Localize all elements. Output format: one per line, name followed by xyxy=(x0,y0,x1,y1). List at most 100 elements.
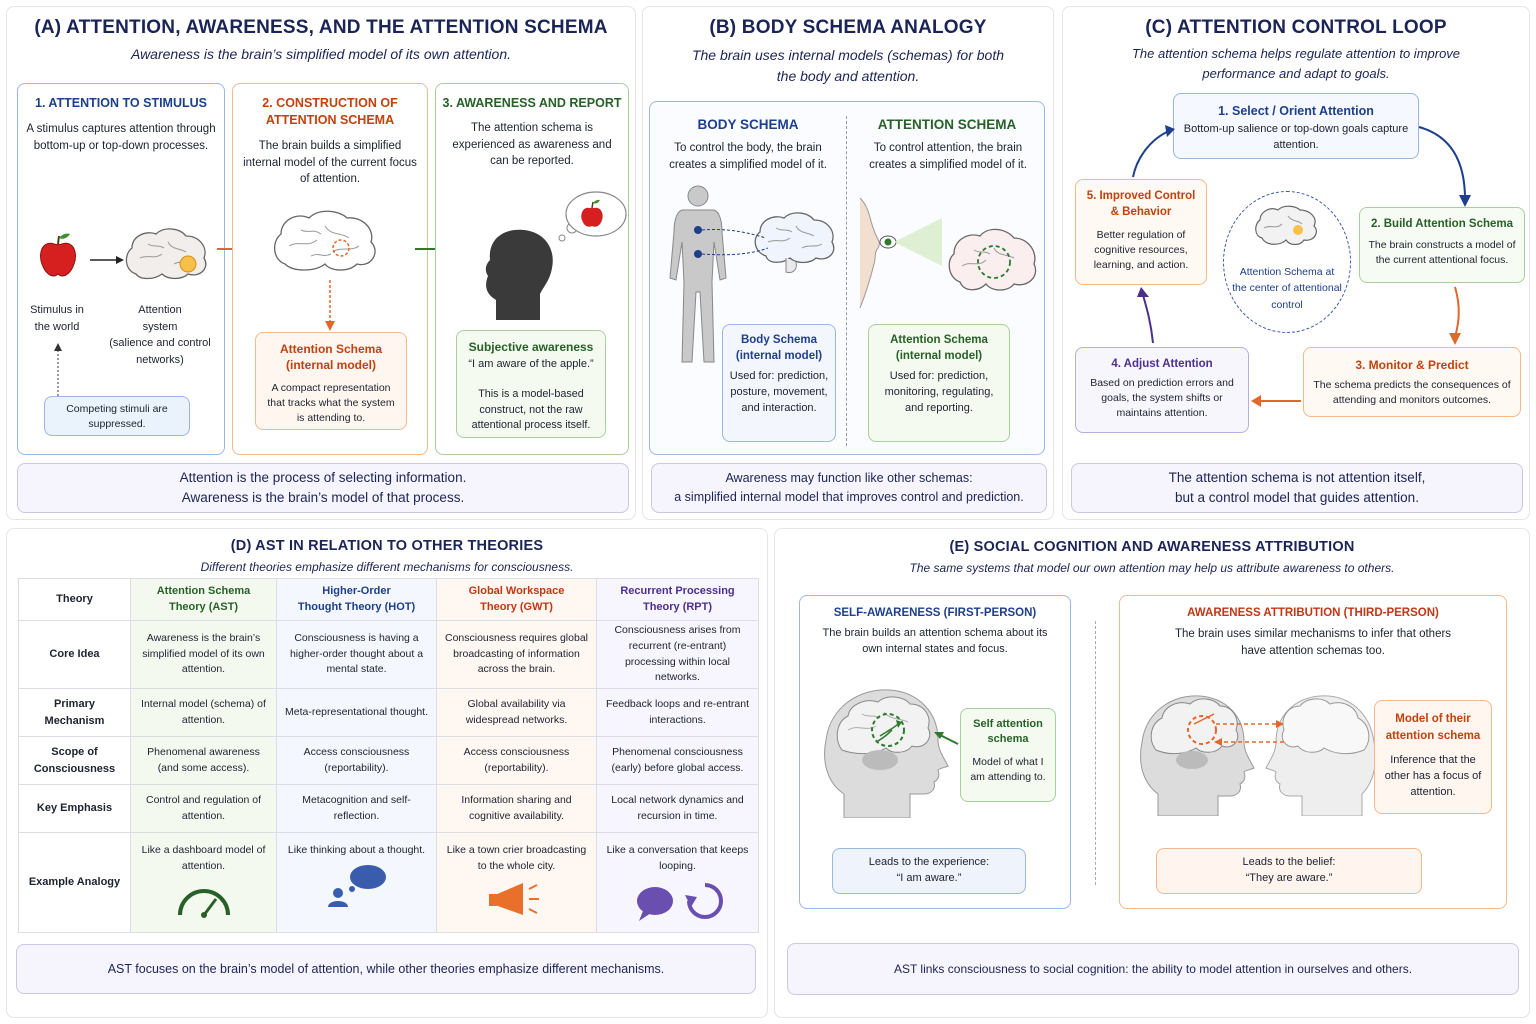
loop-step-1: 1. Select / Orient Attention Bottom-up s… xyxy=(1173,93,1419,159)
face-eye-icon xyxy=(859,198,942,308)
table-cell: Control and regulation of attention. xyxy=(130,784,277,833)
panel-a-title: (A) ATTENTION, AWARENESS, AND THE ATTENT… xyxy=(34,17,608,38)
human-body-icon xyxy=(669,185,727,363)
brain-icon xyxy=(1255,205,1317,246)
step1-title: 1. ATTENTION TO STIMULUS xyxy=(35,96,207,110)
table-cell: Phenomenal awareness (and some access). xyxy=(130,736,277,785)
table-row: Core Idea Awareness is the brain’s simpl… xyxy=(18,620,759,689)
step1-text: A stimulus captures attention through bo… xyxy=(26,123,216,152)
panel-a: (A) ATTENTION, AWARENESS, AND THE ATTENT… xyxy=(6,6,636,520)
head-brain-icon xyxy=(824,689,949,818)
step3-title: 3. AWARENESS AND REPORT xyxy=(442,96,622,110)
apple-icon xyxy=(40,233,76,277)
divider xyxy=(1095,621,1096,885)
table-cell: Local network dynamics and recursion in … xyxy=(596,784,759,833)
table-cell: Global availability via widespread netwo… xyxy=(436,688,597,737)
panel-c-title: (C) ATTENTION CONTROL LOOP xyxy=(1145,17,1447,38)
panel-c-subtitle: The attention schema helps regulate atte… xyxy=(1131,46,1461,81)
loop-step-3: 3. Monitor & Predict The schema predicts… xyxy=(1303,347,1521,417)
megaphone-icon xyxy=(488,882,539,915)
table-cell: Metacognition and self-reflection. xyxy=(276,784,437,833)
panel-b-footer: Awareness may function like other schema… xyxy=(651,463,1047,513)
brain-icon xyxy=(754,212,835,273)
loop-center-text: Attention Schema at the center of attent… xyxy=(1232,266,1342,311)
arrow-up-icon xyxy=(54,343,62,396)
table-cell: Consciousness arises from recurrent (re-… xyxy=(596,620,759,689)
panel-e-footer: AST links consciousness to social cognit… xyxy=(787,943,1519,995)
attention-system-label: Attention system (salience and control n… xyxy=(109,304,211,366)
step1-card: 1. ATTENTION TO STIMULUS A stimulus capt… xyxy=(17,83,225,455)
table-cell: Access consciousness (reportability). xyxy=(436,736,597,785)
body-schema-title: BODY SCHEMA xyxy=(697,117,799,132)
step2-title: 2. CONSTRUCTION OF ATTENTION SCHEMA xyxy=(262,96,398,127)
row-label: Core Idea xyxy=(18,620,131,689)
brain-icon xyxy=(125,228,207,280)
attention-schema-title: ATTENTION SCHEMA xyxy=(877,117,1017,132)
self-awareness-card: SELF-AWARENESS (FIRST-PERSON) The brain … xyxy=(799,595,1071,909)
apple-brain-illustration xyxy=(40,228,207,280)
panel-e: (E) SOCIAL COGNITION AND AWARENESS ATTRI… xyxy=(774,528,1530,1018)
brain-icon xyxy=(948,228,1037,291)
table-row: Scope of Consciousness Phenomenal awaren… xyxy=(18,736,759,785)
row-label: Primary Mechanism xyxy=(18,688,131,737)
eye-brain-illustration xyxy=(859,198,1037,308)
attention-schema-text: To control attention, the brain creates … xyxy=(869,142,1027,171)
self-leads-box: Leads to the experience: “I am aware.” xyxy=(832,848,1026,894)
step3-card: 3. AWARENESS AND REPORT The attention sc… xyxy=(435,83,629,455)
panel-b-title: (B) BODY SCHEMA ANALOGY xyxy=(709,17,987,38)
speedometer-icon xyxy=(177,888,230,918)
step2-card: 2. CONSTRUCTION OF ATTENTION SCHEMA The … xyxy=(232,83,428,455)
head-left-icon xyxy=(1140,695,1255,816)
table-cell: Like a town crier broadcasting to the wh… xyxy=(436,832,597,933)
attention-schema-box: Attention Schema (internal model) A comp… xyxy=(255,332,407,430)
row-label: Key Emphasis xyxy=(18,784,131,833)
panel-c: (C) ATTENTION CONTROL LOOP The attention… xyxy=(1062,6,1530,520)
table-cell: Information sharing and cognitive availa… xyxy=(436,784,597,833)
step3-text: The attention schema is experienced as a… xyxy=(452,122,612,168)
thought-bubble-icon xyxy=(327,864,386,907)
body-schema-text: To control the body, the brain creates a… xyxy=(669,142,827,171)
awareness-attribution-card: AWARENESS ATTRIBUTION (THIRD-PERSON) The… xyxy=(1119,595,1507,909)
panel-e-subtitle: The same systems that model our own atte… xyxy=(909,561,1395,575)
panel-d-subtitle: Different theories emphasize different m… xyxy=(200,560,574,574)
table-cell: Meta-representational thought. xyxy=(276,688,437,737)
table-cell: Phenomenal consciousness (early) before … xyxy=(596,736,759,785)
body-schema-card: BODY SCHEMA To control the body, the bra… xyxy=(649,101,1045,455)
header-theory: Theory xyxy=(18,578,131,621)
head-thought-icon xyxy=(485,191,627,320)
body-schema-box: Body Schema (internal model) Used for: p… xyxy=(722,324,836,442)
self-attention-schema-box: Self attention schema Model of what I am… xyxy=(960,708,1056,802)
table-cell: Like a dashboard model of attention. xyxy=(130,832,277,933)
panel-e-title: (E) SOCIAL COGNITION AND AWARENESS ATTRI… xyxy=(949,539,1355,555)
loop-step-4: 4. Adjust Attention Based on prediction … xyxy=(1075,347,1249,433)
table-cell: Awareness is the brain’s simplified mode… xyxy=(130,620,277,689)
table-cell: Like a conversation that keeps looping. xyxy=(596,832,759,933)
table-row: Key Emphasis Control and regulation of a… xyxy=(18,784,759,833)
table-cell: Access consciousness (reportability). xyxy=(276,736,437,785)
panel-d-footer: AST focuses on the brain’s model of atte… xyxy=(16,944,756,994)
competing-stimuli-box: Competing stimuli are suppressed. xyxy=(44,396,190,436)
table-cell: Like thinking about a thought. xyxy=(276,832,437,933)
panel-b-subtitle: The brain uses internal models (schemas)… xyxy=(691,47,1005,84)
panel-a-footer: Attention is the process of selecting in… xyxy=(17,463,629,513)
attention-schema-box: Attention Schema (internal model) Used f… xyxy=(868,324,1010,442)
row-label: Example Analogy xyxy=(18,832,131,933)
two-heads-icon xyxy=(1140,695,1376,816)
head-right-icon xyxy=(1265,695,1376,816)
stimulus-label: Stimulus in the world xyxy=(30,304,84,333)
arrow-down-icon xyxy=(325,280,335,331)
loop-step-2: 2. Build Attention Schema The brain cons… xyxy=(1359,207,1525,283)
table-cell: Feedback loops and re-entrant interactio… xyxy=(596,688,759,737)
arrow-left-icon xyxy=(934,732,959,745)
table-cell: Consciousness requires global broadcasti… xyxy=(436,620,597,689)
loop-arrows xyxy=(1132,125,1471,407)
table-cell: Internal model (schema) of attention. xyxy=(130,688,277,737)
other-leads-box: Leads to the belief: “They are aware.” xyxy=(1156,848,1422,894)
panel-a-subtitle: Awareness is the brain’s simplified mode… xyxy=(130,46,511,62)
human-body-brain-illustration xyxy=(669,185,835,363)
